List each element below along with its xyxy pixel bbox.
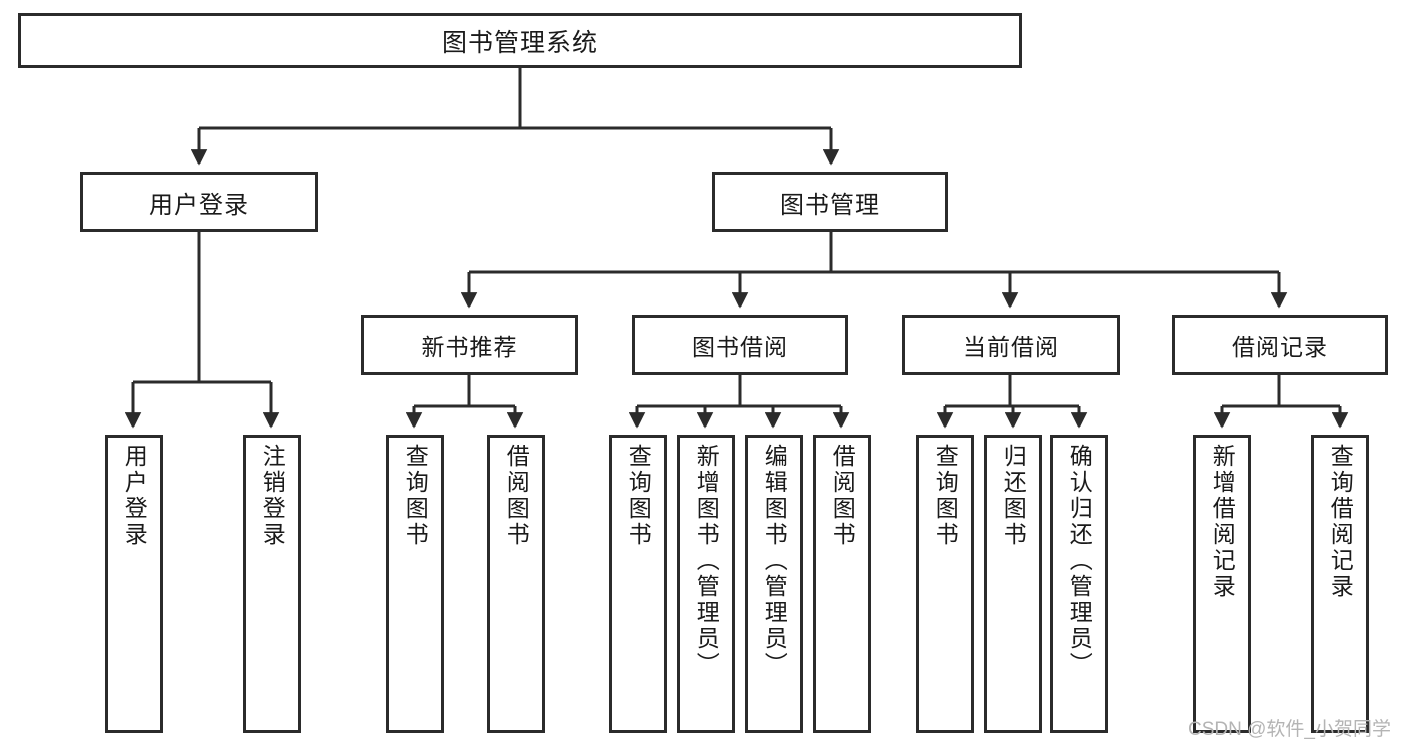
node-label: 借阅图书 xyxy=(829,444,856,548)
node-user-login[interactable]: 用户登录 xyxy=(80,172,318,232)
leaf-user-login-logout[interactable]: 注销登录 xyxy=(243,435,301,733)
node-borrow-record[interactable]: 借阅记录 xyxy=(1172,315,1388,375)
node-label: 编辑图书（管理员） xyxy=(761,444,788,678)
node-label: 用户登录 xyxy=(149,191,249,219)
node-current-borrow[interactable]: 当前借阅 xyxy=(902,315,1120,375)
leaf-current-borrow-return-book[interactable]: 归还图书 xyxy=(984,435,1042,733)
node-label: 用户登录 xyxy=(121,444,148,548)
node-label: 查询图书 xyxy=(625,444,652,548)
node-label: 查询图书 xyxy=(402,444,429,548)
node-label: 查询图书 xyxy=(932,444,959,548)
node-label: 当前借阅 xyxy=(963,334,1059,360)
leaf-book-borrow-add-book-admin[interactable]: 新增图书（管理员） xyxy=(677,435,735,733)
node-label: 注销登录 xyxy=(259,444,286,548)
node-label: 确认归还（管理员） xyxy=(1066,444,1093,678)
node-root-book-management-system[interactable]: 图书管理系统 xyxy=(18,13,1022,68)
leaf-borrow-record-query-record[interactable]: 查询借阅记录 xyxy=(1311,435,1369,733)
leaf-current-borrow-query-book[interactable]: 查询图书 xyxy=(916,435,974,733)
node-label: 归还图书 xyxy=(1000,444,1027,548)
node-label: 新增借阅记录 xyxy=(1209,444,1236,600)
csdn-watermark: CSDN @软件_小贺同学 xyxy=(1188,719,1391,740)
leaf-user-login-login[interactable]: 用户登录 xyxy=(105,435,163,733)
node-label: 查询借阅记录 xyxy=(1327,444,1354,600)
leaf-current-borrow-confirm-return-admin[interactable]: 确认归还（管理员） xyxy=(1050,435,1108,733)
leaf-book-borrow-borrow-book[interactable]: 借阅图书 xyxy=(813,435,871,733)
node-book-management[interactable]: 图书管理 xyxy=(712,172,948,232)
node-label: 图书管理 xyxy=(780,191,880,219)
node-label: 新增图书（管理员） xyxy=(693,444,720,678)
leaf-book-borrow-query-book[interactable]: 查询图书 xyxy=(609,435,667,733)
node-label: 图书借阅 xyxy=(692,334,788,360)
node-label: 借阅记录 xyxy=(1232,334,1328,360)
node-label: 图书管理系统 xyxy=(441,28,598,57)
node-label: 借阅图书 xyxy=(503,444,530,548)
leaf-new-book-query-book[interactable]: 查询图书 xyxy=(386,435,444,733)
leaf-borrow-record-add-record[interactable]: 新增借阅记录 xyxy=(1193,435,1251,733)
node-label: 新书推荐 xyxy=(421,334,518,360)
node-book-borrow[interactable]: 图书借阅 xyxy=(632,315,848,375)
leaf-book-borrow-edit-book-admin[interactable]: 编辑图书（管理员） xyxy=(745,435,803,733)
node-new-book-recommend[interactable]: 新书推荐 xyxy=(361,315,578,375)
leaf-new-book-borrow-book[interactable]: 借阅图书 xyxy=(487,435,545,733)
